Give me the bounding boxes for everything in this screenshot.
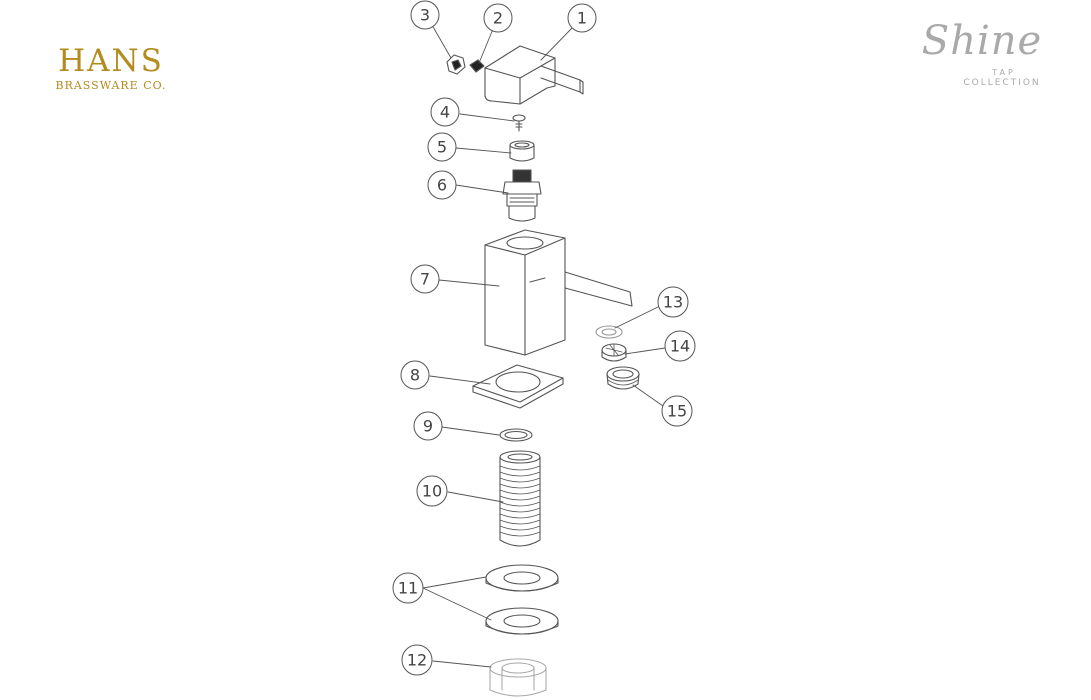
part-grub-screw xyxy=(469,59,485,73)
callout-number: 15 xyxy=(667,402,687,421)
callout-number: 10 xyxy=(422,482,442,501)
callout-3: 3 xyxy=(410,0,440,30)
part-handle xyxy=(484,45,584,105)
callout-number: 6 xyxy=(437,176,447,195)
callout-11: 11 xyxy=(392,572,424,604)
callout-number: 12 xyxy=(407,651,427,670)
part-screw xyxy=(512,114,526,132)
part-aerator-housing xyxy=(606,366,640,390)
collection-line2: COLLECTION xyxy=(963,78,1041,88)
callout-5: 5 xyxy=(427,132,457,162)
part-adaptor-collar xyxy=(509,140,535,162)
callout-number: 4 xyxy=(440,103,450,122)
callout-12: 12 xyxy=(401,644,433,676)
callout-number: 7 xyxy=(420,270,430,289)
callout-14: 14 xyxy=(664,330,696,362)
callout-10: 10 xyxy=(416,475,448,507)
callout-number: 5 xyxy=(437,138,447,157)
brand-name: HANS xyxy=(58,43,164,79)
callout-number: 13 xyxy=(663,293,683,312)
callout-number: 9 xyxy=(423,417,433,436)
collection-name: Shine xyxy=(921,18,1043,64)
callout-13: 13 xyxy=(657,286,689,318)
callout-2: 2 xyxy=(483,3,513,33)
callout-number: 8 xyxy=(410,366,420,385)
part-threaded-shank xyxy=(499,450,541,547)
callout-1: 1 xyxy=(567,3,597,33)
collection-line1: TAP xyxy=(992,68,1016,77)
callout-7: 7 xyxy=(410,264,440,294)
brand-subtitle: BRASSWARE CO. xyxy=(55,79,167,92)
callout-15: 15 xyxy=(661,395,693,427)
part-backnut-washers xyxy=(485,564,559,635)
part-backnut xyxy=(489,658,547,697)
callout-4: 4 xyxy=(430,97,460,127)
part-base-plate xyxy=(472,364,564,409)
collection-logo: Shine TAP COLLECTION xyxy=(912,12,1052,88)
callout-9: 9 xyxy=(413,411,443,441)
part-washer xyxy=(499,428,533,442)
callout-8: 8 xyxy=(400,360,430,390)
callout-6: 6 xyxy=(427,170,457,200)
callout-number: 3 xyxy=(420,6,430,25)
leader-lines xyxy=(422,24,666,668)
part-aerator-insert xyxy=(601,343,627,362)
part-indicator-cap xyxy=(446,54,466,75)
callout-number: 11 xyxy=(398,579,418,598)
callout-number: 14 xyxy=(670,337,690,356)
part-tap-body xyxy=(484,229,633,356)
callout-number: 2 xyxy=(493,9,503,28)
callout-number: 1 xyxy=(577,9,587,28)
part-aerator-washer xyxy=(595,325,623,339)
part-cartridge xyxy=(502,169,542,222)
brand-logo: HANS BRASSWARE CO. xyxy=(52,44,170,92)
